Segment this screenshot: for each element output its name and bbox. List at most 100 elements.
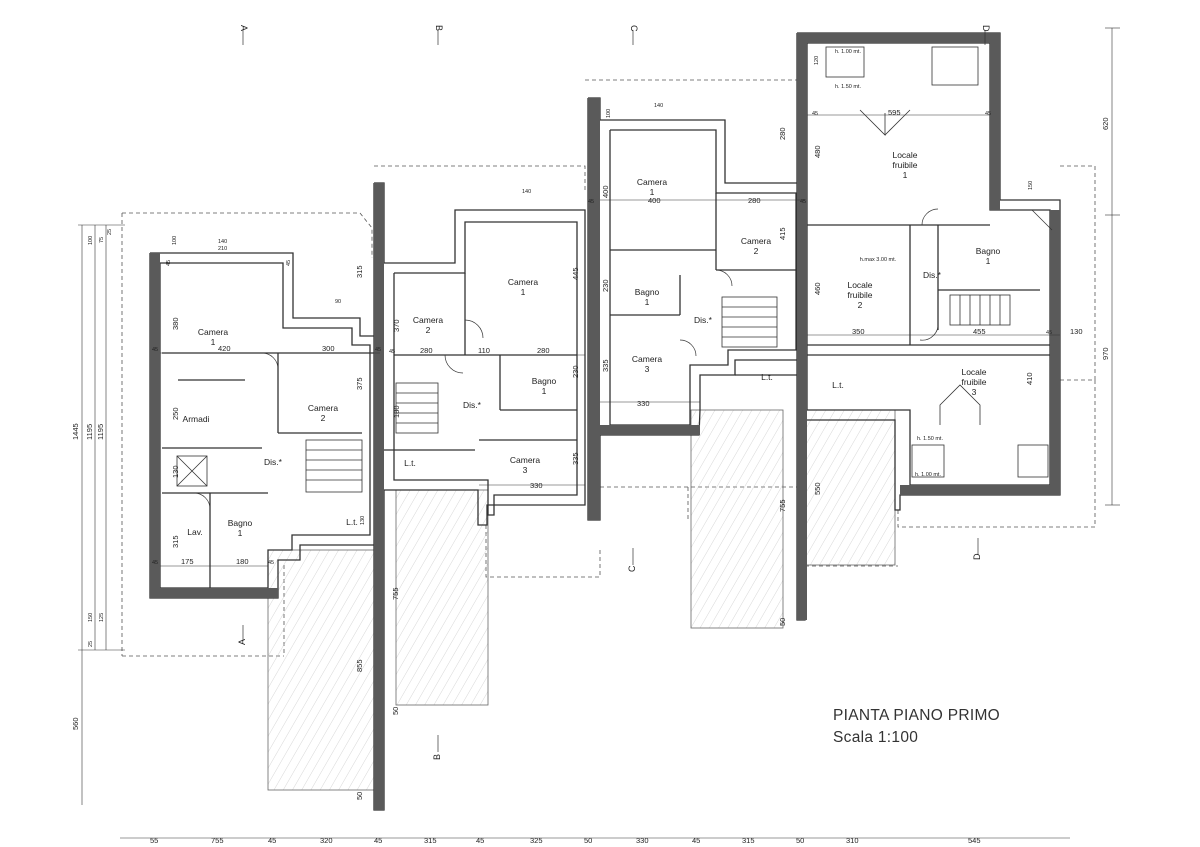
stairs	[305, 294, 1011, 493]
dim-550: 550	[813, 482, 822, 495]
dim-bottom-15: 545	[968, 836, 981, 845]
dim-bottom-7: 45	[476, 836, 484, 845]
u4-locale2-l1: Locale	[847, 280, 872, 290]
dim-bottom-9: 50	[584, 836, 592, 845]
dim-left-150: 150	[88, 613, 94, 622]
w210-1: 210	[218, 246, 227, 252]
dim-left-125: 125	[99, 613, 105, 622]
u1-bagno-label: Bagno	[228, 518, 253, 528]
w90-210-1: 140	[218, 239, 227, 245]
dim-250: 250	[171, 407, 180, 420]
dim-175: 175	[181, 557, 194, 566]
u2-camera1-num: 1	[521, 287, 526, 297]
dim-bottom-11: 45	[692, 836, 700, 845]
internal-dimension-lines	[160, 114, 1060, 567]
u4-locale3-l3: 3	[972, 387, 977, 397]
drawing-title: PIANTA PIANO PRIMO	[833, 707, 1001, 724]
u3-camera2-label: Camera	[741, 236, 772, 246]
u2-camera3-label: Camera	[510, 455, 541, 465]
dimension-texts: 420 300 175 180 280 110 280 330 400 280 …	[181, 108, 1083, 566]
w45-4: 45	[375, 347, 381, 353]
drawing-scale: Scala 1:100	[833, 729, 919, 746]
u1-dis: Dis.*	[264, 457, 283, 467]
u3-bagno-label: Bagno	[635, 287, 660, 297]
u2-bagno-label: Bagno	[532, 376, 557, 386]
dim-left-1445: 1445	[71, 423, 80, 440]
dim-left-75: 75	[99, 237, 105, 243]
u2-camera3-num: 3	[523, 465, 528, 475]
u1-bagno-num: 1	[238, 528, 243, 538]
section-d-bottom: D	[972, 553, 982, 560]
skylights	[176, 46, 1049, 487]
right-dimension-lines	[1105, 27, 1120, 506]
dim-280c: 280	[748, 196, 761, 205]
u1-camera2-num: 2	[321, 413, 326, 423]
u4-locale2-l2: fruibile	[847, 290, 872, 300]
dim-410: 410	[1025, 372, 1034, 385]
dim-left-25a: 25	[107, 229, 113, 235]
u4-locale1-l2: fruibile	[892, 160, 917, 170]
dim-400v: 400	[601, 185, 610, 198]
section-markers	[242, 30, 986, 752]
dim-330b: 330	[637, 399, 650, 408]
u4-dis: Dis.*	[923, 270, 942, 280]
u4-bagno-label: Bagno	[976, 246, 1001, 256]
u4-lt: L.t.	[832, 380, 844, 390]
w45-11: 45	[985, 111, 991, 117]
u3-bagno-num: 1	[645, 297, 650, 307]
u1-lt: L.t.	[346, 517, 358, 527]
section-d-top: D	[981, 25, 991, 32]
section-a-bottom: A	[237, 639, 247, 645]
dim-180b: 180	[392, 405, 401, 418]
dim-left-560: 560	[71, 717, 80, 730]
dim-370: 370	[392, 319, 401, 332]
u1-camera2-label: Camera	[308, 403, 339, 413]
w45-7: 45	[389, 349, 395, 355]
u1-camera1-num: 1	[211, 337, 216, 347]
dim-855: 855	[355, 659, 364, 672]
section-c-bottom: C	[627, 565, 637, 572]
w45-12: 45	[1046, 330, 1052, 336]
u4-hmax: h.max 3.00 mt.	[860, 257, 897, 263]
u4-locale2-l3: 2	[858, 300, 863, 310]
unit-1-labels: Camera 1 Camera 2 Armadi Dis.* Lav. Bagn…	[183, 327, 358, 538]
w100-1: 100	[172, 236, 178, 245]
dim-50b: 50	[391, 707, 400, 715]
dim-right-620: 620	[1101, 117, 1110, 130]
vertical-dimension-texts: 380 250 130 315 375 315 370 445 335 230 …	[171, 127, 1034, 800]
dim-755a: 755	[391, 587, 400, 600]
dim-left-100: 100	[88, 236, 94, 245]
dim-right-970: 970	[1101, 347, 1110, 360]
dim-445: 445	[571, 267, 580, 280]
section-b-top: B	[434, 25, 444, 31]
dim-bottom-10: 330	[636, 836, 649, 845]
unit-2-labels: Camera 2 Camera 1 Bagno 1 Dis.* Camera 3…	[404, 277, 556, 475]
u2-lt: L.t.	[404, 458, 416, 468]
w45-8: 45	[588, 199, 594, 205]
dim-595: 595	[888, 108, 901, 117]
dim-left-25b: 25	[88, 641, 94, 647]
u3-lt: L.t.	[761, 372, 773, 382]
dim-335a: 335	[571, 452, 580, 465]
dim-335b: 335	[601, 359, 610, 372]
dim-bottom-1: 55	[150, 836, 158, 845]
dim-280a: 280	[420, 346, 433, 355]
w150-1: 150	[1028, 181, 1034, 190]
u4-h150b: h. 1.50 mt.	[917, 436, 943, 442]
w140-2: 140	[522, 189, 531, 195]
section-c-top: C	[629, 25, 639, 32]
dim-455: 455	[973, 327, 986, 336]
doors	[193, 208, 1053, 510]
dim-350: 350	[852, 327, 865, 336]
dim-130v: 130	[171, 465, 180, 478]
u4-h150a: h. 1.50 mt.	[835, 84, 861, 90]
dim-130h: 130	[1070, 327, 1083, 336]
dim-bottom-14: 310	[846, 836, 859, 845]
dim-bottom-8: 325	[530, 836, 543, 845]
dim-460: 460	[813, 282, 822, 295]
dim-755b: 755	[778, 499, 787, 512]
w100-2: 100	[606, 109, 612, 118]
u3-camera3-num: 3	[645, 364, 650, 374]
w45-5: 45	[152, 560, 158, 566]
